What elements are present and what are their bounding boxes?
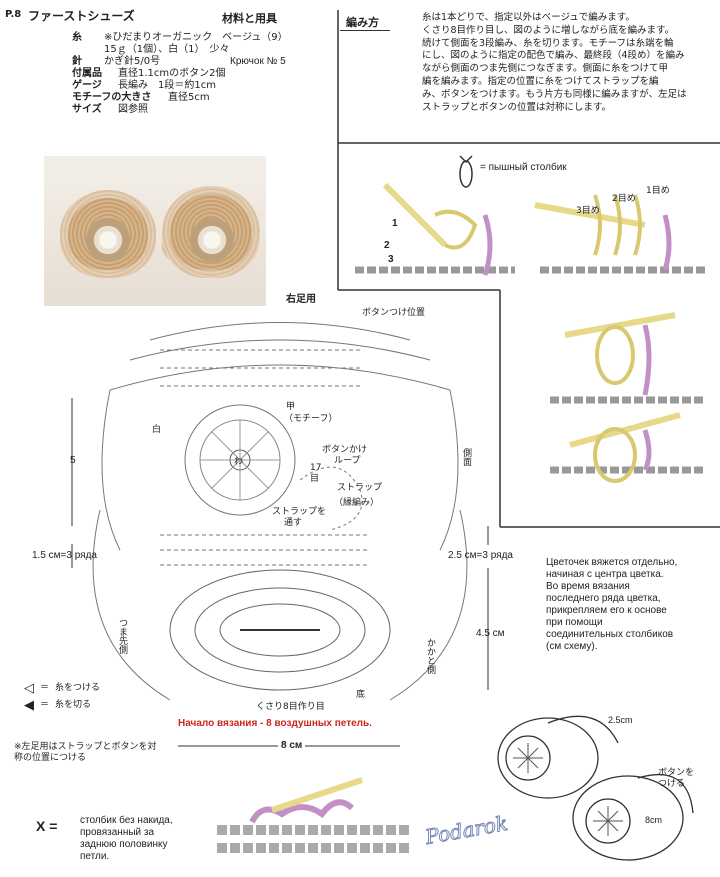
- how-to-heading: 編み方: [346, 16, 379, 29]
- button-loop-label: ボタンかけループ: [322, 445, 368, 466]
- step-label-2: 2目め: [612, 194, 636, 204]
- left-foot-note: ※左足用はストラップとボタンを対称の位置につける: [14, 742, 157, 763]
- strap-through-label: ストラップを通す: [272, 507, 327, 528]
- step-number-3: 3: [388, 254, 394, 265]
- stitch-step-illustrations: [355, 182, 705, 483]
- dim-5: 5: [70, 455, 76, 466]
- sole-chart: [169, 569, 391, 691]
- crochet-chart: [92, 322, 468, 701]
- instructions-text: 糸は1本どりで、指定以外はベージュで編みます。くさり8目作り目し、図のように増し…: [422, 12, 687, 113]
- material-row: ゲージ長編み 1段＝約1cm: [72, 80, 216, 91]
- page-title: ファーストシューズ: [28, 9, 135, 23]
- single-crochet-symbol: Х =: [36, 818, 58, 834]
- material-row: サイズ図参照: [72, 104, 148, 115]
- base-rows: [160, 534, 370, 566]
- heading-rule: [340, 30, 390, 31]
- flower-motif: [190, 218, 234, 262]
- material-row: モチーフの大きさ直径5cm: [72, 92, 210, 103]
- dim-4-5cm: 4.5 см: [476, 628, 505, 639]
- heel-side-label: かかと側: [425, 638, 435, 674]
- fringe-label: （縁編み）: [334, 498, 380, 508]
- sole-label: 底: [356, 690, 366, 700]
- material-row: 15ｇ（1個）、白（1） 少々: [104, 44, 230, 55]
- bootie-button-label: ボタンをつける: [658, 768, 695, 789]
- step-label-1: 1目め: [646, 186, 670, 196]
- toe-side-label: つま先側: [117, 618, 127, 654]
- instep-label: 甲: [286, 402, 296, 412]
- right-foot-label: 右足用: [286, 294, 316, 305]
- step-number-2: 2: [384, 240, 390, 251]
- step-label-3: 3目め: [576, 206, 600, 216]
- puff-stitch-label: = пышный столбик: [480, 162, 567, 173]
- working-yarn: [482, 214, 672, 472]
- instep-rows: [160, 349, 360, 387]
- bootie-dim-2-5cm: 2.5cm: [608, 715, 633, 725]
- step-number-1: 1: [392, 218, 398, 229]
- back-loop-illustration: [217, 777, 412, 853]
- materials-heading: 材料と用具: [222, 12, 277, 25]
- side-label: 側面: [461, 448, 471, 466]
- center-ring-label: わ: [234, 457, 244, 467]
- material-row: 付属品直径1.1cmのボタン2個: [72, 68, 226, 79]
- flower-motif-chart: [184, 404, 296, 516]
- strap-label: ストラップ: [337, 483, 383, 493]
- russian-note: Цветочек вяжется отдельно,начиная с цент…: [546, 557, 678, 652]
- outer-guides: [92, 509, 468, 701]
- flower-motif: [86, 218, 130, 262]
- attach-yarn-icon: ◁: [24, 681, 34, 696]
- button-position-label: ボタンつけ位置: [362, 308, 426, 318]
- puff-stitch-symbol: [459, 155, 473, 188]
- material-row: 糸※ひだまりオーガニック ベージュ（9）: [72, 32, 288, 43]
- cut-yarn-icon: ◀: [24, 698, 34, 713]
- page-number: P.8: [5, 9, 22, 20]
- chain-start-label: くさり8目作り目: [256, 702, 325, 712]
- yarn-loops: [434, 194, 642, 483]
- motif-label: （モチーフ）: [284, 414, 338, 424]
- bootie-dim-8cm: 8cm: [645, 815, 663, 825]
- dim-2-5cm: 2.5 см=3 ряда: [448, 550, 513, 561]
- strap-chart: [299, 466, 363, 531]
- start-note-ru: Начало вязания - 8 воздушных петель.: [178, 718, 372, 729]
- dim-1-5cm: 1.5 см=3 ряда: [32, 550, 97, 561]
- dim-8cm: 8 см: [278, 740, 306, 752]
- materials-list: 糸※ひだまりオーガニック ベージュ（9） 15ｇ（1個）、白（1） 少々 針かぎ…: [72, 32, 342, 116]
- side-rows: [101, 322, 459, 551]
- bootie-drawings: [497, 715, 694, 861]
- white-label: 白: [152, 425, 162, 435]
- product-photo: [44, 156, 266, 306]
- attach-legend: ◁＝糸をつける ◀＝糸を切る: [24, 681, 101, 713]
